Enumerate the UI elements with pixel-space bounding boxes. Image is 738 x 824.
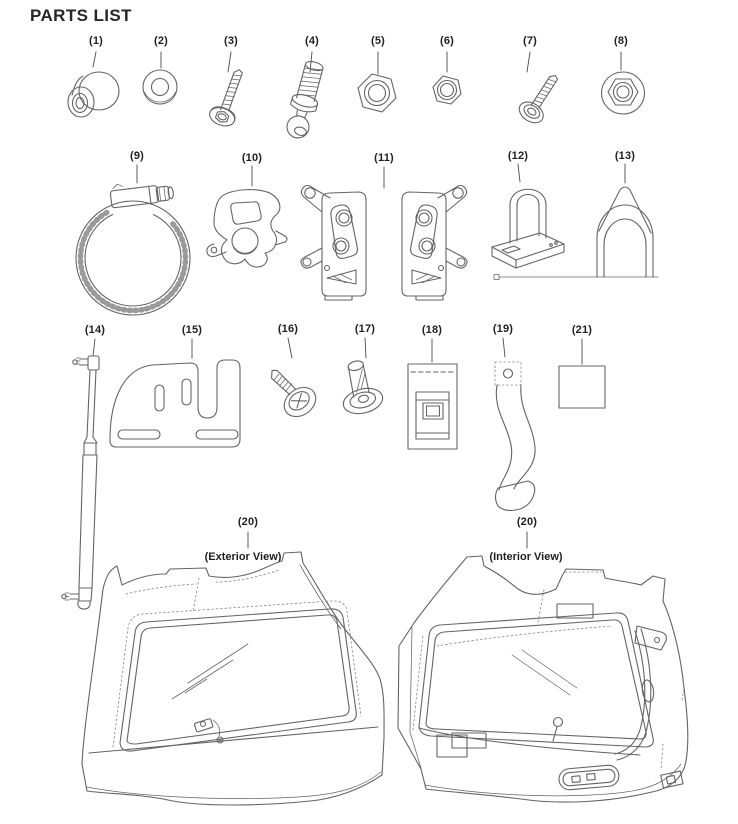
part-20-interior-panel: [397, 555, 689, 803]
part-7-bolt: [518, 74, 559, 124]
part-label-19: (19): [492, 323, 514, 335]
part-11-latch-right: [401, 184, 468, 301]
part-label-15: (15): [181, 324, 203, 336]
part-label-17: (17): [354, 323, 376, 335]
part-11-latch-left: [300, 184, 367, 301]
exterior-latch-detail: [193, 718, 224, 744]
part-10-clamp-bracket: [206, 189, 288, 268]
interior-band: [418, 727, 641, 756]
interior-window: [418, 612, 654, 748]
part-14-gas-strut: [61, 355, 100, 610]
part-label-11: (11): [374, 152, 394, 164]
part-label-12: (12): [507, 150, 529, 162]
part-13-cap: [596, 186, 654, 278]
interior-handle: [558, 764, 620, 791]
part-label-2: (2): [153, 35, 169, 47]
part-label-13: (13): [614, 150, 636, 162]
part-label-10: (10): [241, 152, 263, 164]
interior-pin-detail: [552, 716, 564, 742]
part-label-9: (9): [129, 150, 145, 162]
part-label-20-interior: (20): [516, 516, 538, 528]
exterior-view-caption: (Exterior View): [204, 551, 282, 563]
leader-lines: [92, 51, 626, 549]
part-17-anchor: [342, 360, 384, 415]
part-label-6: (6): [439, 35, 455, 47]
part-label-16: (16): [277, 323, 299, 335]
part-label-3: (3): [223, 35, 239, 47]
part-12-striker: [491, 188, 659, 280]
part-15-bracket-plate: [109, 359, 241, 448]
part-20-exterior-panel: [81, 551, 385, 806]
interior-corner-bracket: [660, 770, 684, 789]
part-label-4: (4): [304, 35, 320, 47]
part-1-bushing: [67, 71, 120, 118]
interior-strut-rod: [614, 625, 667, 761]
part-label-8: (8): [613, 35, 629, 47]
window-reflection: [511, 649, 578, 696]
part-label-18: (18): [421, 324, 443, 336]
part-4-ball-stud: [286, 61, 324, 139]
part-5-hex-nut: [357, 73, 397, 113]
part-21-pad: [558, 365, 606, 409]
window-reflection: [171, 643, 249, 700]
interior-view-caption: (Interior View): [489, 551, 563, 563]
exterior-window: [119, 608, 357, 752]
part-16-screw: [271, 369, 317, 418]
part-label-1: (1): [88, 35, 104, 47]
page-title: PARTS LIST: [30, 6, 132, 25]
part-label-20-exterior: (20): [237, 516, 259, 528]
part-2-washer: [142, 69, 178, 105]
part-6-hex-nut: [432, 75, 462, 105]
part-label-21: (21): [571, 324, 593, 336]
part-3-bolt: [209, 69, 243, 127]
exterior-band: [88, 726, 379, 754]
part-label-14: (14): [84, 324, 106, 336]
part-9-hose-clamp: [75, 183, 191, 316]
part-8-nut-washer: [600, 71, 646, 115]
part-18-retainer: [407, 363, 458, 450]
part-19-strap: [494, 361, 536, 512]
part-label-7: (7): [522, 35, 538, 47]
part-label-5: (5): [370, 35, 386, 47]
